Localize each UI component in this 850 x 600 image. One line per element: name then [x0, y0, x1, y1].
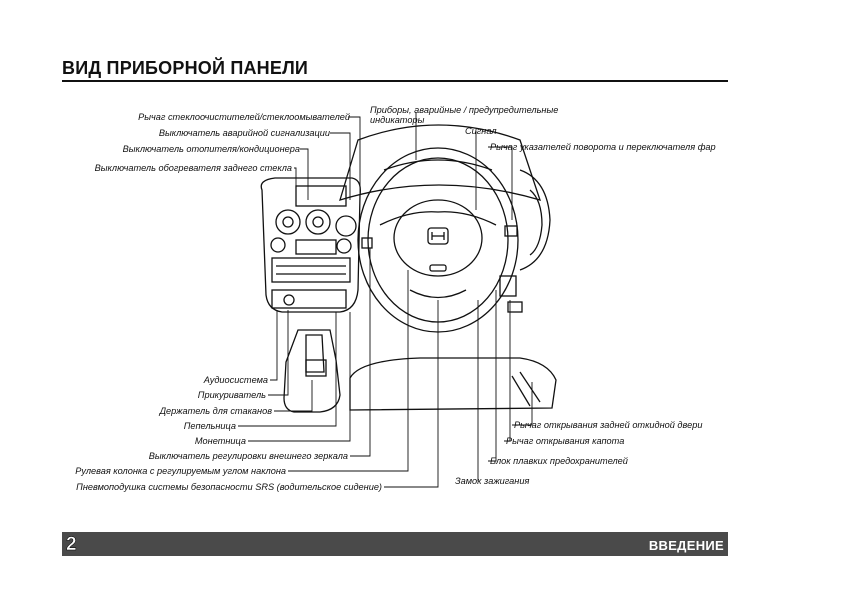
- gear-shift: [283, 329, 341, 413]
- label-wiper-lever: Рычаг стеклоочистителей/стеклоомывателей: [138, 112, 350, 122]
- label-rear-defrost: Выключатель обогревателя заднего стекла: [94, 163, 292, 173]
- label-hood-lever: Рычаг открывания капота: [506, 436, 625, 446]
- label-gauges: Приборы, аварийные / предупредительные: [370, 105, 559, 115]
- label-ashtray: Пепельница: [183, 421, 236, 431]
- title-rule: [62, 80, 728, 82]
- label-tilt-column: Рулевая колонка с регулируемым углом нак…: [75, 466, 286, 476]
- label-turn-lever: Рычаг указателей поворота и переключател…: [490, 142, 716, 152]
- label-tailgate-lever: Рычаг открывания задней откидной двери: [514, 420, 703, 430]
- label-mirror-switch: Выключатель регулировки внешнего зеркала: [148, 451, 348, 461]
- label-airbag: Пневмоподушка системы безопасности SRS (…: [76, 482, 382, 492]
- label-lighter: Прикуриватель: [197, 390, 266, 400]
- section-title: ВВЕДЕНИЕ: [648, 538, 724, 553]
- label-ignition: Замок зажигания: [455, 476, 530, 486]
- driver-seat: [349, 357, 557, 411]
- label-horn: Сигнал: [465, 126, 497, 136]
- page-number: 2: [66, 534, 77, 556]
- label-cup-holder: Держатель для стаканов: [159, 406, 272, 416]
- label-heater-switch: Выключатель отопителя/кондиционера: [122, 144, 300, 154]
- console-outline: [260, 177, 361, 313]
- label-gauges-line2: индикаторы: [370, 115, 425, 125]
- label-hazard-switch: Выключатель аварийной сигнализации: [158, 128, 330, 138]
- footer-bar: [62, 532, 728, 556]
- label-fuse-box: Блок плавких предохранителей: [490, 456, 628, 466]
- label-coin-box: Монетница: [194, 436, 246, 446]
- page-title: ВИД ПРИБОРНОЙ ПАНЕЛИ: [62, 58, 309, 78]
- instrument-cluster: [339, 124, 542, 201]
- label-audio: Аудиосистема: [203, 375, 268, 385]
